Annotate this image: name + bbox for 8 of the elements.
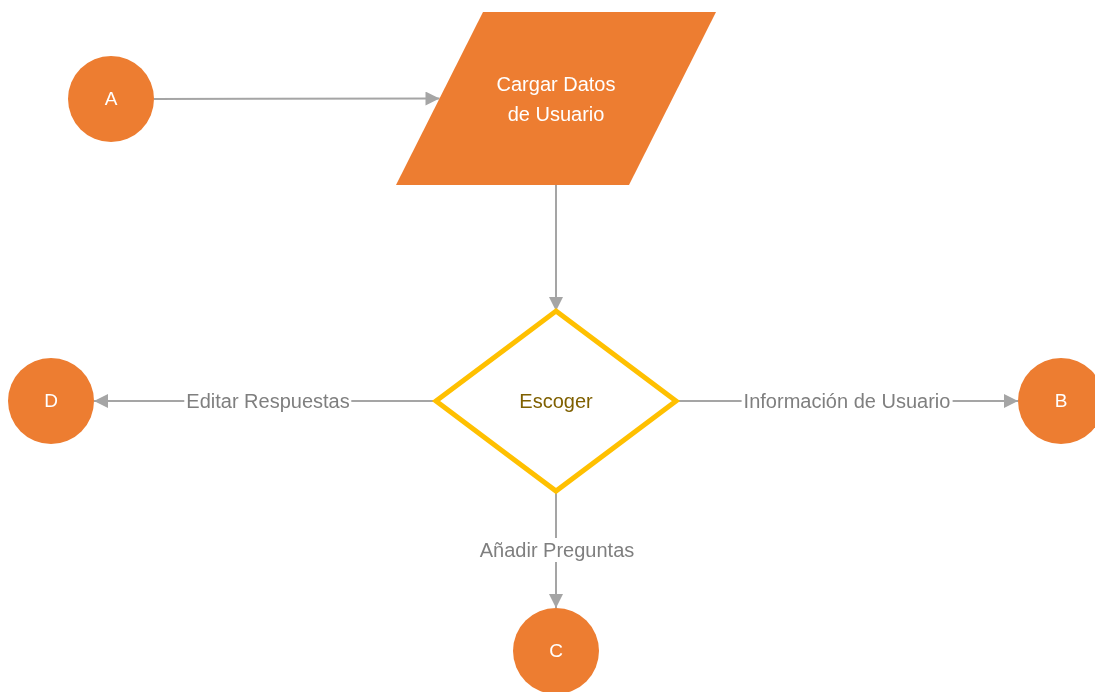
node-label: A [104, 86, 118, 111]
arrow [153, 91, 441, 106]
node-label: D [44, 388, 58, 413]
input-parallelogram [396, 12, 716, 185]
node-label: Cargar Datos de Usuario [495, 71, 617, 127]
edge-label: Añadir Preguntas [477, 538, 637, 562]
node-label: C [549, 638, 563, 663]
node-label: B [1054, 388, 1068, 413]
